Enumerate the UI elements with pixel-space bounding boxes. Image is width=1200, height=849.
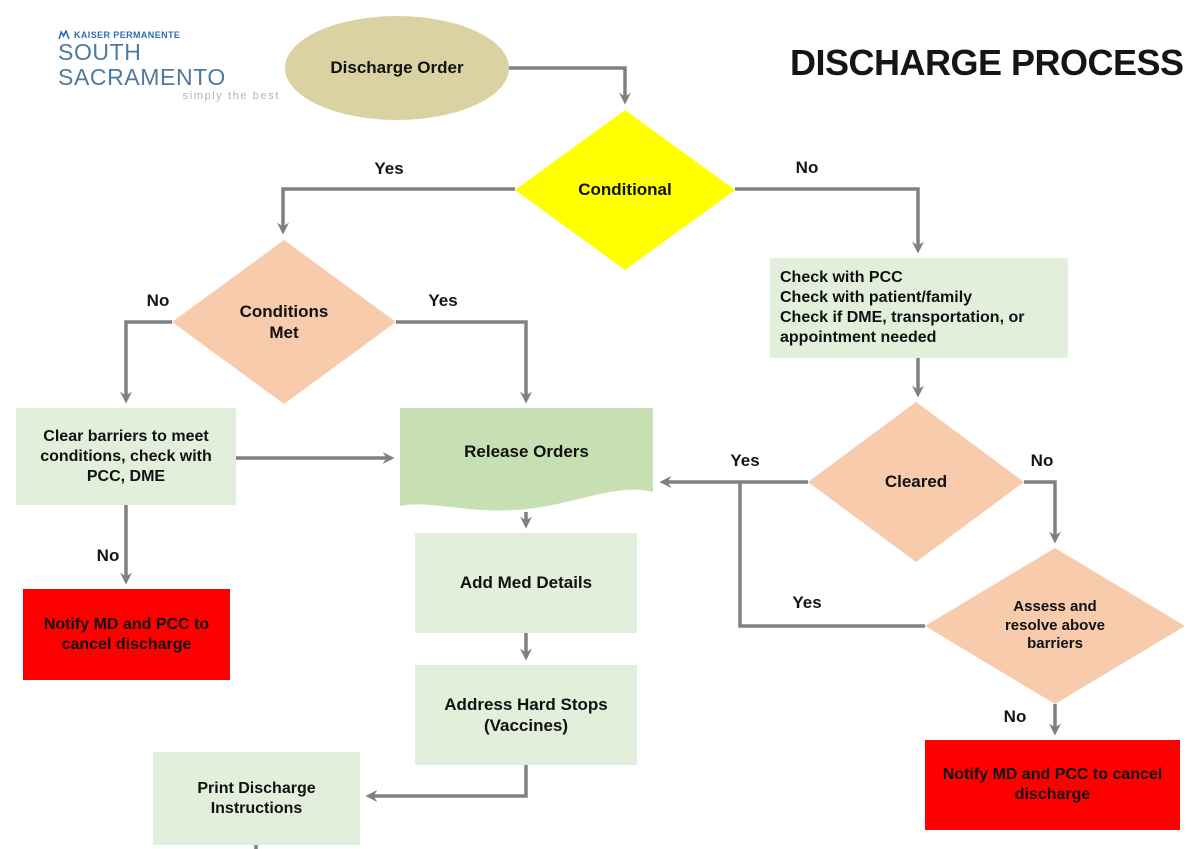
kaiser-permanente-logo: KAISER PERMANENTE SOUTH SACRAMENTO simpl… <box>58 30 280 102</box>
kaiser-permanente-mark-icon <box>58 30 70 40</box>
edge-label-conditions-met-no: No <box>146 291 170 310</box>
edge-label-cleared-no: No <box>1030 451 1054 470</box>
connector-discharge-to-conditional <box>508 66 631 105</box>
edge-label-conditional-no: No <box>795 158 819 177</box>
node-notify-cancel-right-label: Notify MD and PCC to cancel discharge <box>942 766 1163 803</box>
node-add-med-details: Add Med Details <box>415 533 637 633</box>
node-conditional-label: Conditional <box>578 180 672 200</box>
node-notify-cancel-left-label: Notify MD and PCC to cancel discharge <box>43 615 210 653</box>
document-shape <box>400 408 653 511</box>
node-notify-cancel-left: Notify MD and PCC to cancel discharge <box>23 589 230 680</box>
node-assess-resolve-label: Assess and resolve above barriers <box>1004 597 1106 653</box>
node-release-orders-label: Release Orders <box>464 442 589 461</box>
node-print-discharge-label: Print Discharge Instructions <box>197 779 316 817</box>
node-add-med-details-label: Add Med Details <box>459 573 593 593</box>
node-address-hard-stops-label: Address Hard Stops (Vaccines) <box>444 694 608 735</box>
node-print-discharge: Print Discharge Instructions <box>153 752 360 845</box>
edge-label-conditions-met-yes: Yes <box>428 291 458 310</box>
node-check-with-pcc-label: Check with PCC Check with patient/family… <box>780 269 1025 346</box>
logo-brand-row: KAISER PERMANENTE <box>58 30 280 40</box>
node-clear-barriers: Clear barriers to meet conditions, check… <box>16 408 236 505</box>
node-release-orders: Release Orders <box>400 408 653 520</box>
logo-site-text: SOUTH SACRAMENTO <box>58 39 226 91</box>
node-discharge-order-label: Discharge Order <box>330 58 464 78</box>
node-check-with-pcc: Check with PCC Check with patient/family… <box>770 258 1068 358</box>
node-conditional: Conditional <box>515 110 735 270</box>
node-conditions-met-label: Conditions Met <box>239 301 329 342</box>
node-clear-barriers-label: Clear barriers to meet conditions, check… <box>40 427 212 485</box>
connector-hard-stops-to-print <box>365 765 528 802</box>
edge-label-assess-yes: Yes <box>792 593 822 612</box>
node-cleared-label: Cleared <box>884 472 948 492</box>
connector-cleared-no-to-assess <box>1024 480 1061 544</box>
node-assess-resolve: Assess and resolve above barriers <box>925 548 1185 704</box>
edge-label-conditional-yes: Yes <box>374 159 404 178</box>
edge-label-clear-barriers-no: No <box>96 546 120 565</box>
connector-conditions-met-no-to-clear-barriers <box>120 320 172 404</box>
node-cleared: Cleared <box>808 402 1024 562</box>
edge-label-assess-no: No <box>1003 707 1027 726</box>
connector-conditional-yes-to-conditions-met <box>277 187 515 235</box>
connector-conditions-met-yes-to-release-orders <box>396 320 532 404</box>
edge-label-cleared-yes: Yes <box>730 451 760 470</box>
page-title: DISCHARGE PROCESS <box>790 42 1184 83</box>
connector-conditional-no-to-check-box <box>735 187 924 254</box>
node-address-hard-stops: Address Hard Stops (Vaccines) <box>415 665 637 765</box>
node-notify-cancel-right: Notify MD and PCC to cancel discharge <box>925 740 1180 830</box>
node-conditions-met: Conditions Met <box>172 240 396 404</box>
node-discharge-order: Discharge Order <box>285 16 509 120</box>
logo-tagline: simply the best <box>182 89 280 102</box>
logo-brand-text: KAISER PERMANENTE <box>74 30 181 40</box>
